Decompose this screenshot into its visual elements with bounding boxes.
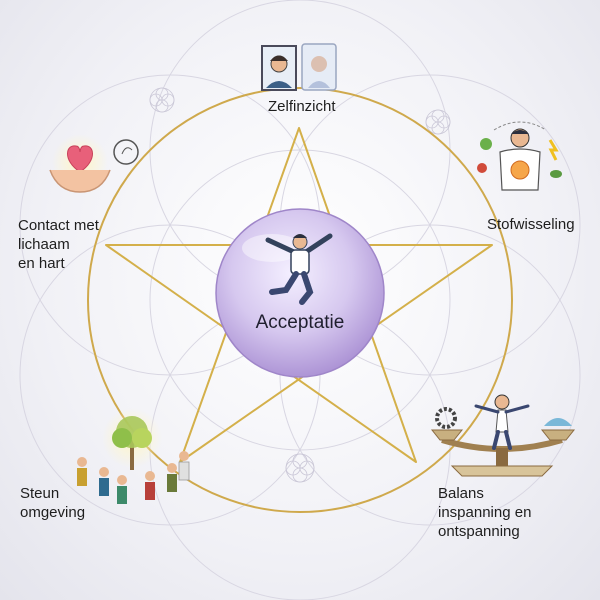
flower-icon-right [425,109,451,135]
person-figures [77,451,190,504]
flower-icon-bottom [285,453,315,483]
flower-of-life-icons [149,87,451,483]
jumping-person-icon [265,233,333,305]
community-tree-icon [77,408,190,504]
label-balans: Balans inspanning en ontspanning [438,485,532,540]
metabolism-person-icon [477,121,562,191]
balance-scale-icon [430,394,576,477]
flower-icon-left [149,87,175,113]
outer-circle [87,87,513,513]
center-label-acceptatie: Acceptatie [255,312,345,333]
label-stofwisseling: Stofwisseling [487,216,575,233]
label-zelfinzicht: Zelfinzicht [268,98,336,115]
label-contact: Contact met lichaam en hart [18,217,99,272]
mirror-portrait-icon [261,43,337,91]
heart-hands-icon [49,134,139,193]
label-steun: Steun omgeving [20,485,86,521]
center-sphere [215,208,385,378]
